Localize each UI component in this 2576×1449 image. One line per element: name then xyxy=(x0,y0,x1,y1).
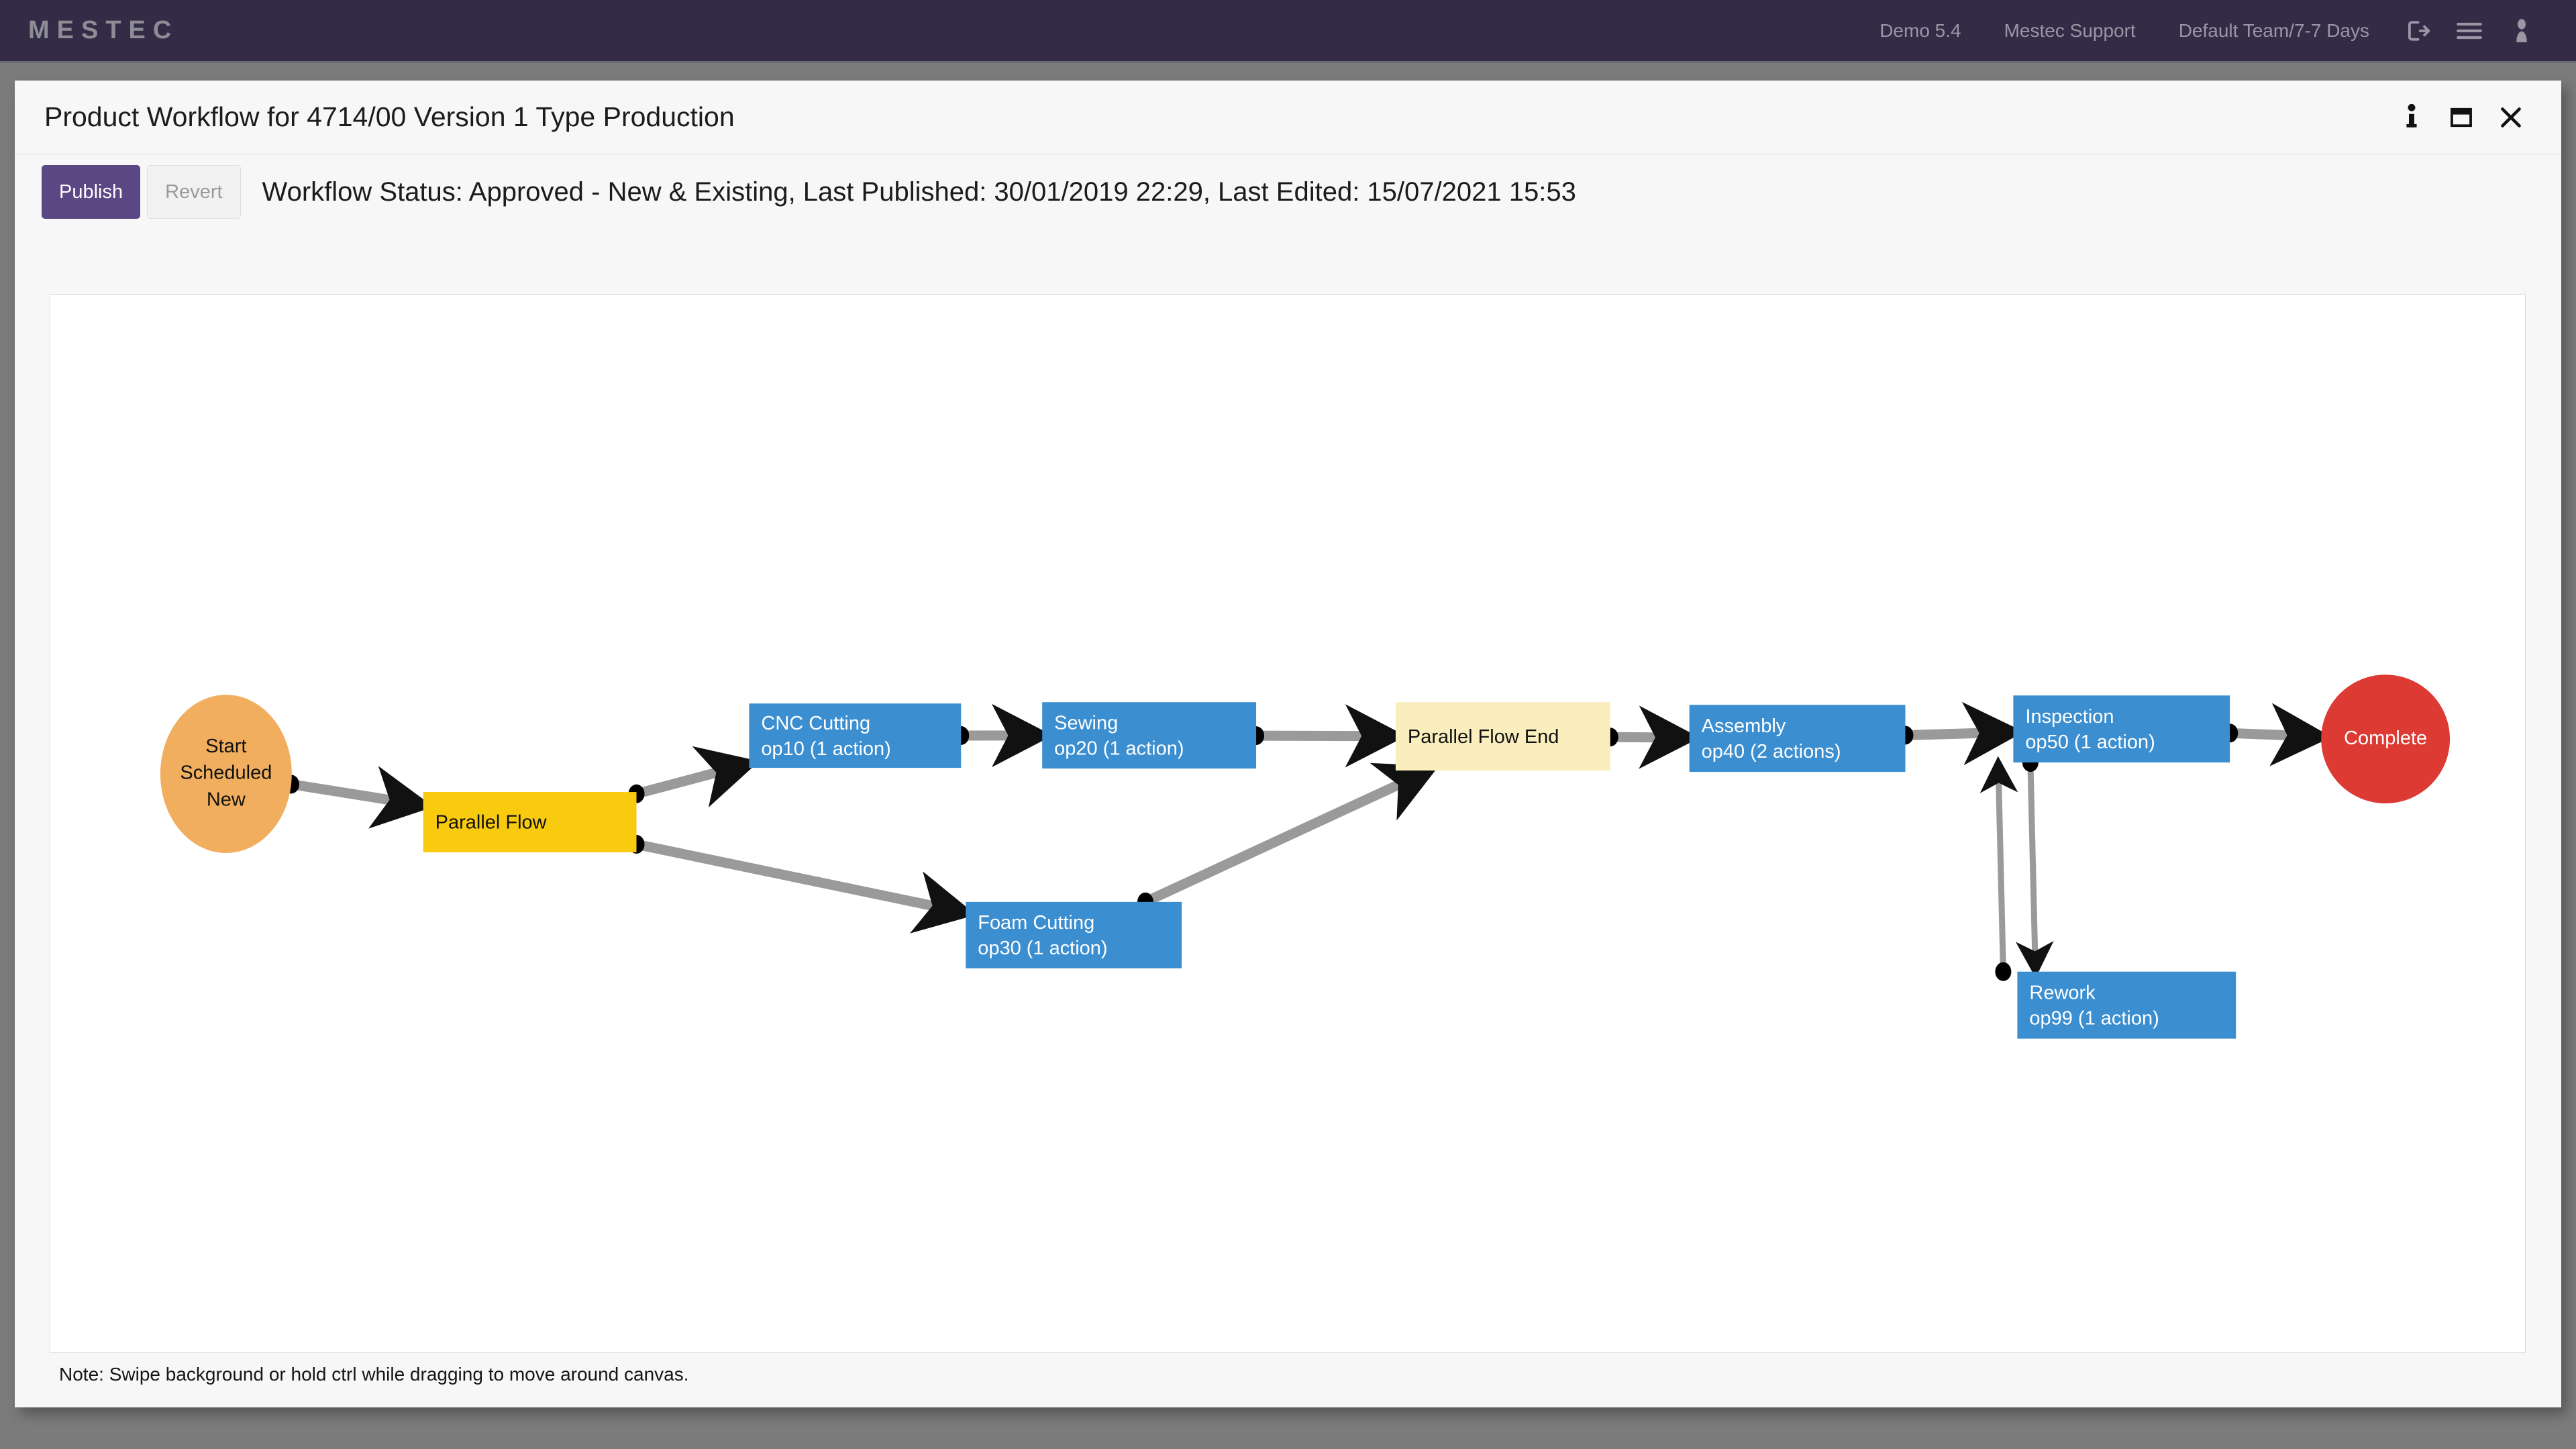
node-shape-rect[interactable] xyxy=(1395,702,1610,771)
maximize-icon[interactable] xyxy=(2436,93,2486,142)
node-shape-rect[interactable] xyxy=(2017,971,2236,1039)
edge-parallel_flow-to-op30[interactable] xyxy=(628,835,976,934)
node-label: Assembly xyxy=(1702,715,1786,737)
node-label: Parallel Flow xyxy=(435,812,547,834)
publish-button[interactable]: Publish xyxy=(42,165,141,219)
workflow-node-op20[interactable]: Sewing op20 (1 action) xyxy=(1042,702,1257,769)
workflow-node-op40[interactable]: Assembly op40 (2 actions) xyxy=(1689,705,1906,772)
node-label: Complete xyxy=(2344,728,2427,749)
workflow-node-complete[interactable]: Complete xyxy=(2321,674,2451,804)
workflow-modal-window: Product Workflow for 4714/00 Version 1 T… xyxy=(15,81,2561,1407)
top-nav-right: Demo 5.4 Mestec Support Default Team/7-7… xyxy=(1858,0,2576,61)
node-label: op30 (1 action) xyxy=(978,938,1107,959)
edge-op10-to-op20[interactable] xyxy=(953,703,1053,768)
node-label: Rework xyxy=(2029,982,2096,1003)
edge-port-dot[interactable] xyxy=(1995,962,2012,981)
node-shape-rect[interactable] xyxy=(423,792,637,852)
edge-op50-to-op99[interactable] xyxy=(2015,753,2054,979)
page-title: Product Workflow for 4714/00 Version 1 T… xyxy=(44,101,735,132)
node-label: CNC Cutting xyxy=(761,713,870,734)
workflow-node-op99[interactable]: Rework op99 (1 action) xyxy=(2017,971,2236,1039)
node-shape-ellipse[interactable] xyxy=(2321,674,2451,804)
node-label: Scheduled xyxy=(180,762,272,784)
node-shape-rect[interactable] xyxy=(1042,702,1257,769)
node-label: op99 (1 action) xyxy=(2029,1007,2159,1029)
node-label: Sewing xyxy=(1054,712,1118,734)
nav-link-team[interactable]: Default Team/7-7 Days xyxy=(2178,19,2369,41)
node-shape-rect[interactable] xyxy=(966,901,1182,968)
node-label: Start xyxy=(205,736,246,757)
application-top-bar: MESTEC Demo 5.4 Mestec Support Default T… xyxy=(0,0,2576,63)
revert-button[interactable]: Revert xyxy=(147,165,241,219)
node-label: op50 (1 action) xyxy=(2025,732,2155,753)
node-label: Foam Cutting xyxy=(978,912,1094,934)
workflow-node-parallel_flow_end[interactable]: Parallel Flow End xyxy=(1395,702,1610,771)
edge-parallel_flow_end-to-op40[interactable] xyxy=(1602,705,1700,769)
nav-link-demo[interactable]: Demo 5.4 xyxy=(1879,19,1961,41)
hamburger-menu-icon[interactable] xyxy=(2443,0,2495,62)
modal-header: Product Workflow for 4714/00 Version 1 T… xyxy=(15,81,2561,154)
node-shape-rect[interactable] xyxy=(1689,705,1906,772)
mestec-logo: MESTEC xyxy=(28,16,179,44)
workflow-node-op30[interactable]: Foam Cutting op30 (1 action) xyxy=(966,901,1182,968)
edge-op30-to-parallel_flow_end[interactable] xyxy=(1137,762,1439,911)
node-shape-rect[interactable] xyxy=(749,703,962,768)
node-label: op10 (1 action) xyxy=(761,738,890,760)
close-icon[interactable] xyxy=(2486,93,2536,142)
edge-op40-to-op50[interactable] xyxy=(1897,701,2024,766)
node-label: Parallel Flow End xyxy=(1408,726,1559,748)
edge-op50-to-complete[interactable] xyxy=(2222,703,2332,766)
node-label: op20 (1 action) xyxy=(1054,738,1184,759)
logout-icon[interactable] xyxy=(2391,0,2443,62)
node-label: op40 (2 actions) xyxy=(1702,741,1841,762)
workflow-node-op50[interactable]: Inspection op50 (1 action) xyxy=(2013,695,2230,763)
window-controls xyxy=(2387,93,2561,142)
edge-op20-to-parallel_flow_end[interactable] xyxy=(1248,704,1406,768)
workflow-toolbar: Publish Revert Workflow Status: Approved… xyxy=(15,154,2561,230)
workflow-status-text: Workflow Status: Approved - New & Existi… xyxy=(262,177,1576,207)
edge-op99-to-op50[interactable] xyxy=(1979,756,2018,981)
edge-start-to-parallel_flow[interactable] xyxy=(282,766,434,829)
workflow-node-parallel_flow[interactable]: Parallel Flow xyxy=(423,792,637,852)
canvas-hint-note: Note: Swipe background or hold ctrl whil… xyxy=(59,1364,689,1385)
node-shape-rect[interactable] xyxy=(2013,695,2230,763)
workflow-node-op10[interactable]: CNC Cutting op10 (1 action) xyxy=(749,703,962,768)
edge-parallel_flow-to-op10[interactable] xyxy=(628,746,760,808)
info-icon[interactable] xyxy=(2387,93,2436,142)
node-label: New xyxy=(207,789,246,811)
user-account-icon[interactable] xyxy=(2495,0,2548,62)
nav-link-support[interactable]: Mestec Support xyxy=(2004,19,2136,41)
node-shape-ellipse[interactable] xyxy=(160,695,292,853)
node-label: Inspection xyxy=(2025,706,2114,728)
